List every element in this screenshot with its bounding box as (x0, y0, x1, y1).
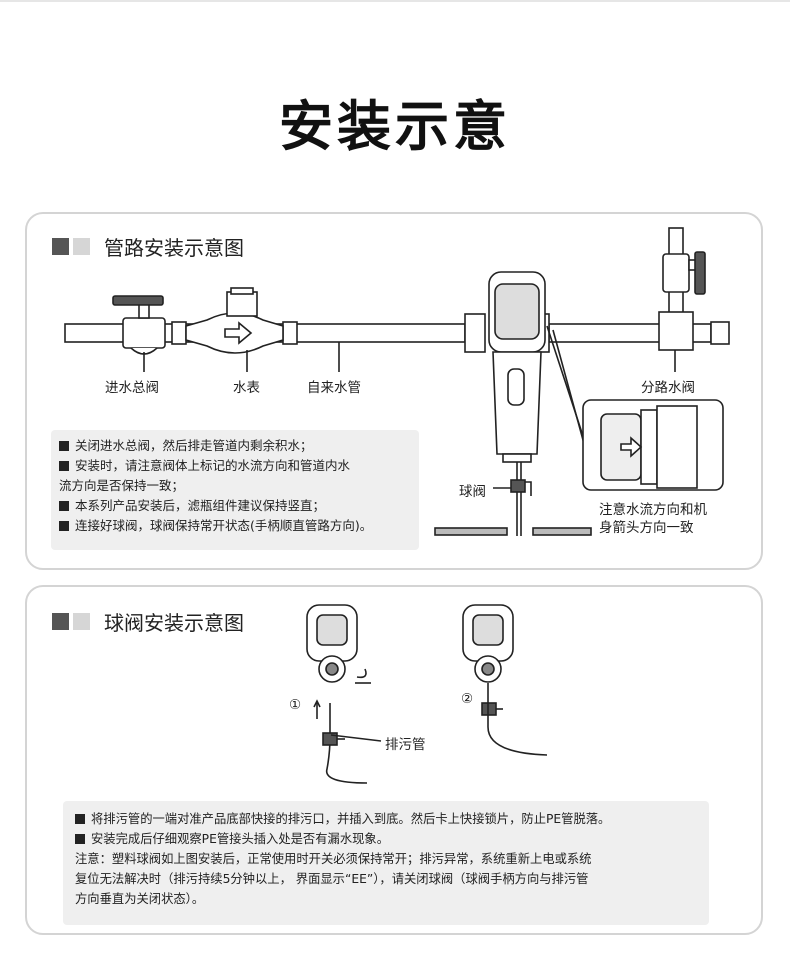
pipeline-diagram (64, 227, 730, 536)
drain-pipe-leader (330, 734, 382, 742)
bullet-square-icon (75, 814, 85, 824)
filter-inlet-nut (464, 313, 486, 353)
note-item: 安装时，请注意阀体上标记的水流方向和管道内水 (59, 456, 411, 476)
label-step1: ① (289, 697, 302, 713)
page-title: 安装示意 (279, 95, 511, 158)
dark-square-icon (52, 613, 69, 630)
label-main-valve: 进水总阀 (105, 380, 159, 396)
detail-ring (640, 409, 658, 485)
branch-valve-handle (694, 251, 706, 295)
pipeline-install-panel: 管路安装示意图 (25, 212, 763, 570)
filter-head-window (494, 283, 540, 340)
light-square-icon (73, 238, 90, 255)
note-item: 本系列产品安装后，滤瓶组件建议保持竖直； (59, 496, 411, 516)
bullet-square-icon (59, 461, 69, 471)
top-divider (0, 0, 790, 2)
note-item: 连接好球阀，球阀保持常开状态(手柄顺直管路方向)。 (59, 516, 411, 536)
bullet-square-icon (59, 441, 69, 451)
unit2-drain-pipe (487, 683, 548, 756)
ball-valve-diagram (306, 604, 548, 784)
detail-nut (656, 405, 698, 489)
bullet-square-icon (75, 834, 85, 844)
dark-square-icon (52, 238, 69, 255)
branch-valve-body (662, 253, 690, 293)
label-flow-note-1: 注意水流方向和机 (599, 502, 707, 518)
light-square-icon (73, 613, 90, 630)
detail-arrow-icon (620, 436, 643, 458)
filter-drain-nut (502, 453, 532, 463)
rotate-icon (356, 668, 367, 679)
bullet-square-icon (59, 521, 69, 531)
meter-arrow-icon (224, 321, 253, 345)
branch-end-cap (710, 321, 730, 345)
label-ball-valve: 球阀 (459, 484, 486, 500)
note-warning-line: 方向垂直为关闭状态）。 (75, 892, 205, 906)
note-warning-line: 复位无法解决时（排污持续5分钟以上， 界面显示“EE”），请关闭球阀（球阀手柄方… (75, 872, 589, 886)
section2-header: 球阀安装示意图 (52, 607, 244, 636)
note-item: 关闭进水总阀，然后排走管道内剩余积水； (59, 436, 411, 456)
section1-notes: 关闭进水总阀，然后排走管道内剩余积水； 安装时，请注意阀体上标记的水流方向和管道… (51, 430, 419, 550)
bullet-square-icon (59, 501, 69, 511)
floor-left (434, 527, 508, 536)
branch-tee (658, 311, 694, 351)
label-water-meter: 水表 (233, 380, 260, 396)
note-item: 将排污管的一端对准产品底部快接的排污口，并插入到底。然后卡上快接锁片，防止PE管… (75, 809, 697, 829)
section2-title: 球阀安装示意图 (104, 611, 244, 635)
note-item-continued: 流方向是否保持一致； (59, 478, 185, 493)
note-warning-line: 注意：塑料球阀如上图安装后，正常使用时开关必须保持常开；排污异常，系统重新上电或… (75, 852, 592, 866)
label-branch-valve: 分路水阀 (641, 380, 695, 396)
ball-valve-handle (525, 481, 532, 496)
label-flow-note-2: 身箭头方向一致 (599, 520, 694, 536)
meter-nut-left (171, 321, 187, 345)
water-meter-cap (230, 287, 254, 295)
label-tap-pipe: 自来水管 (307, 380, 361, 396)
unit2-ball-valve (481, 702, 497, 716)
section1-title: 管路安装示意图 (104, 236, 244, 260)
filter-bowl-window (507, 368, 525, 406)
ball-valve-install-panel: 球阀安装示意图 ① ② 排污管 将排 (25, 585, 763, 935)
section2-notes: 将排污管的一端对准产品底部快接的排污口，并插入到底。然后卡上快接锁片，防止PE管… (63, 801, 709, 925)
label-step2: ② (461, 691, 474, 707)
note-item: 安装完成后仔细观察PE管接头插入处是否有漏水现象。 (75, 829, 697, 849)
floor-right (532, 527, 592, 536)
main-valve-body (122, 317, 166, 349)
section1-header: 管路安装示意图 (52, 232, 244, 261)
water-meter-dial (226, 291, 258, 317)
meter-nut-right (282, 321, 298, 345)
main-valve-handle (112, 295, 164, 306)
label-drain-pipe: 排污管 (385, 737, 426, 753)
ball-valve-body (510, 479, 526, 493)
